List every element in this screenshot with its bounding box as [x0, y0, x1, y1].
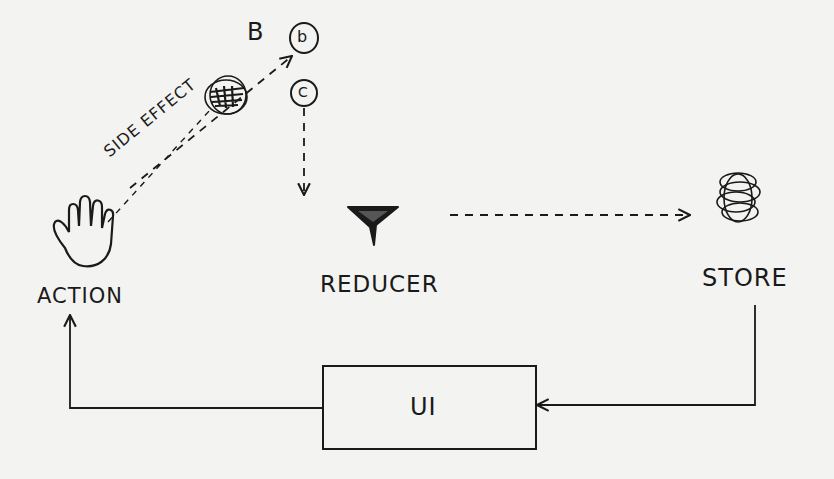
node-label: REDUCER [320, 271, 439, 297]
circle-outline [245, 16, 325, 60]
scribbled-circle [205, 76, 247, 114]
node-label: UI [410, 393, 437, 421]
node-heading: B [247, 18, 264, 46]
funnel-icon [300, 195, 470, 255]
store-node: STORE [690, 160, 810, 305]
action-node: ACTION [35, 188, 145, 315]
side-effect-node: Bb [245, 16, 325, 60]
edge-label: SIDE EFFECT [100, 75, 200, 161]
ui-box: UI [322, 365, 537, 450]
flow-arrow [537, 305, 755, 405]
node-label: STORE [702, 264, 788, 292]
flow-arrow [303, 108, 305, 195]
flow-arrow [450, 214, 690, 216]
store-spiral-icon [690, 160, 810, 250]
node-label: b [297, 27, 308, 46]
side-effect-node: C [289, 78, 319, 108]
node-label: ACTION [37, 284, 123, 308]
reducer-node: REDUCER [300, 195, 470, 307]
hand-icon [35, 188, 145, 278]
node-label: C [298, 84, 309, 100]
flow-arrow [70, 315, 322, 408]
